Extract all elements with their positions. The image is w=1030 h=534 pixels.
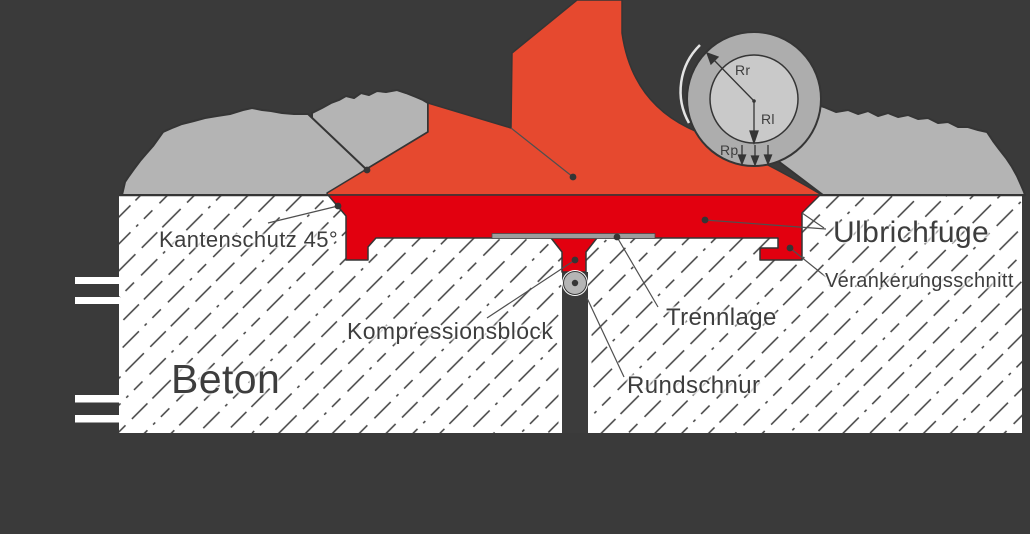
label-trennlage: Trennlage xyxy=(666,304,777,331)
label-rundschnur: Rundschnur xyxy=(627,372,761,399)
label-beton: Beton xyxy=(171,356,281,402)
leader-dots xyxy=(334,166,794,264)
wheel-icon xyxy=(679,31,822,167)
wheel-highlight xyxy=(679,44,701,124)
label-kantenschutz: Kantenschutz 45° xyxy=(159,227,339,252)
label-wheel-rl: Rl xyxy=(761,111,775,127)
separation-layer xyxy=(491,233,656,239)
label-ulbrichfuge: Ulbrichfuge xyxy=(833,216,990,249)
asphalt-mound-left xyxy=(121,107,385,196)
label-verankerungsschnitt: Verankerungsschnitt xyxy=(825,270,1014,292)
rr-arrowhead xyxy=(705,51,720,66)
rl-arrowhead xyxy=(749,130,759,146)
backer-rod xyxy=(562,270,588,296)
label-wheel-rr: Rr xyxy=(735,62,751,78)
joint-gap xyxy=(558,272,592,433)
label-kompressionsblock: Kompressionsblock xyxy=(347,318,554,344)
label-wheel-rp: Rp xyxy=(720,142,739,158)
leader-lines xyxy=(267,127,827,378)
rebar-marks xyxy=(75,277,120,423)
